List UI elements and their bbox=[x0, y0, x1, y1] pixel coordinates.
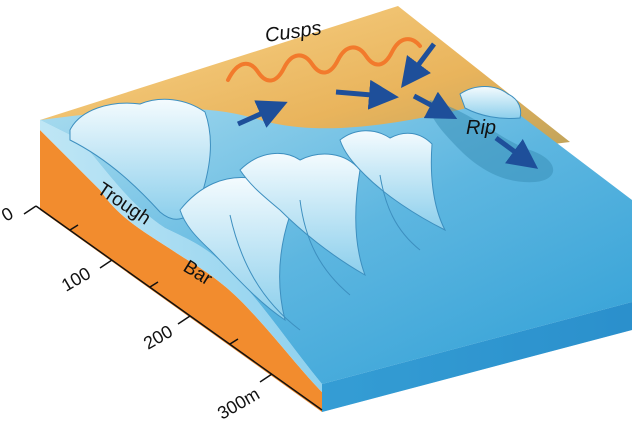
scale-tick-minor-2 bbox=[149, 281, 159, 288]
wave-crest-right-1 bbox=[339, 130, 447, 232]
scale-label-200: 200 bbox=[140, 321, 176, 353]
beach-cusps-line bbox=[226, 37, 422, 83]
wave-crest-back-left bbox=[69, 98, 211, 220]
feeder-current-arrow-top bbox=[401, 42, 436, 89]
scale-tick-100 bbox=[99, 259, 113, 269]
left-face-water bbox=[40, 120, 322, 392]
scale-tick-minor-1 bbox=[69, 224, 79, 231]
distance-scale bbox=[23, 205, 323, 411]
scale-label-100: 100 bbox=[58, 263, 94, 295]
label-rip: Rip bbox=[466, 117, 496, 139]
rip-current-arrow-head bbox=[494, 135, 539, 169]
feeder-current-arrow-middle bbox=[335, 79, 399, 110]
scale-tick-300m bbox=[259, 373, 273, 383]
scale-tick-minor-3 bbox=[229, 338, 239, 345]
rip-current-arrow-neck bbox=[412, 91, 458, 120]
wave-crest-front-left bbox=[179, 176, 291, 322]
scale-label-300m: 300m bbox=[214, 384, 263, 424]
scale-tick-0 bbox=[23, 205, 37, 215]
block-right-face bbox=[322, 302, 632, 412]
block-right-face-lower bbox=[322, 302, 632, 412]
wave-swash-lines bbox=[229, 174, 421, 331]
scale-tick-200 bbox=[177, 315, 191, 325]
feeder-current-arrow-left bbox=[236, 100, 288, 128]
wave-crest-right-2 bbox=[459, 86, 522, 119]
scale-label-0: 0 bbox=[0, 203, 17, 225]
seabed-profile bbox=[40, 130, 322, 412]
